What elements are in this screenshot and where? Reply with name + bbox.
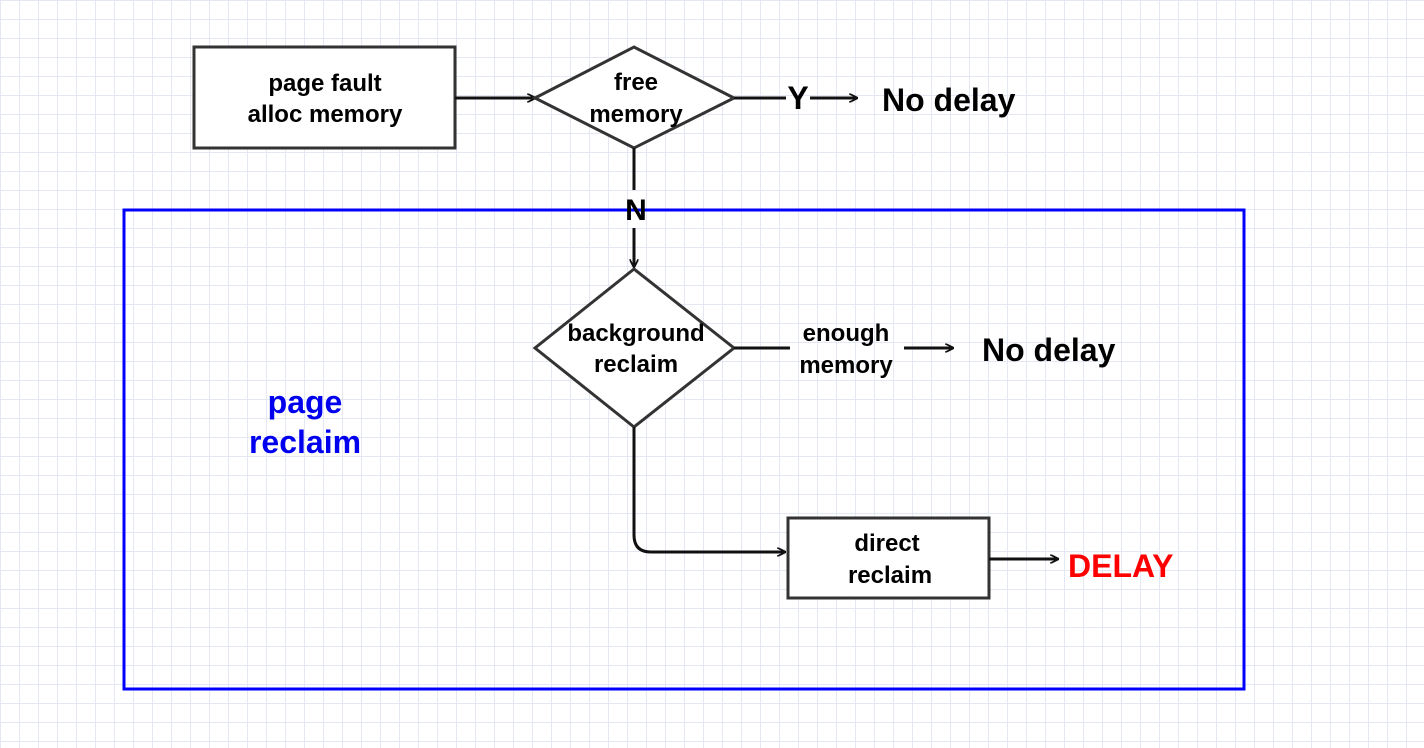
edge-yes-label: Y <box>787 80 808 116</box>
delay-label: DELAY <box>1068 548 1174 584</box>
background-reclaim-decision <box>532 267 737 429</box>
background-reclaim-label-line2: reclaim <box>594 351 678 378</box>
free-memory-label-line2: memory <box>589 101 683 128</box>
page-reclaim-region <box>122 208 1246 691</box>
free-memory-decision <box>531 45 738 150</box>
direct-reclaim-label-line1: direct <box>854 530 919 557</box>
background-reclaim-label-line1: background <box>567 320 704 347</box>
page-fault-node <box>192 45 457 150</box>
page-reclaim-label-line2: reclaim <box>249 424 361 460</box>
page-reclaim-label-line1: page <box>268 384 343 420</box>
edge-enough-label-line2: memory <box>799 352 893 379</box>
free-memory-label-line1: free <box>614 69 658 96</box>
edge-enough-label-line1: enough <box>803 320 890 347</box>
direct-reclaim-label-line2: reclaim <box>848 562 932 589</box>
edge-no-label: N <box>625 194 647 227</box>
no-delay-middle-label: No delay <box>982 332 1116 368</box>
page-fault-label-line2: alloc memory <box>248 101 403 128</box>
direct-reclaim-node <box>786 516 991 600</box>
page-fault-label-line1: page fault <box>268 70 381 97</box>
no-delay-top-label: No delay <box>882 82 1016 118</box>
edge-background-to-direct <box>632 427 785 552</box>
